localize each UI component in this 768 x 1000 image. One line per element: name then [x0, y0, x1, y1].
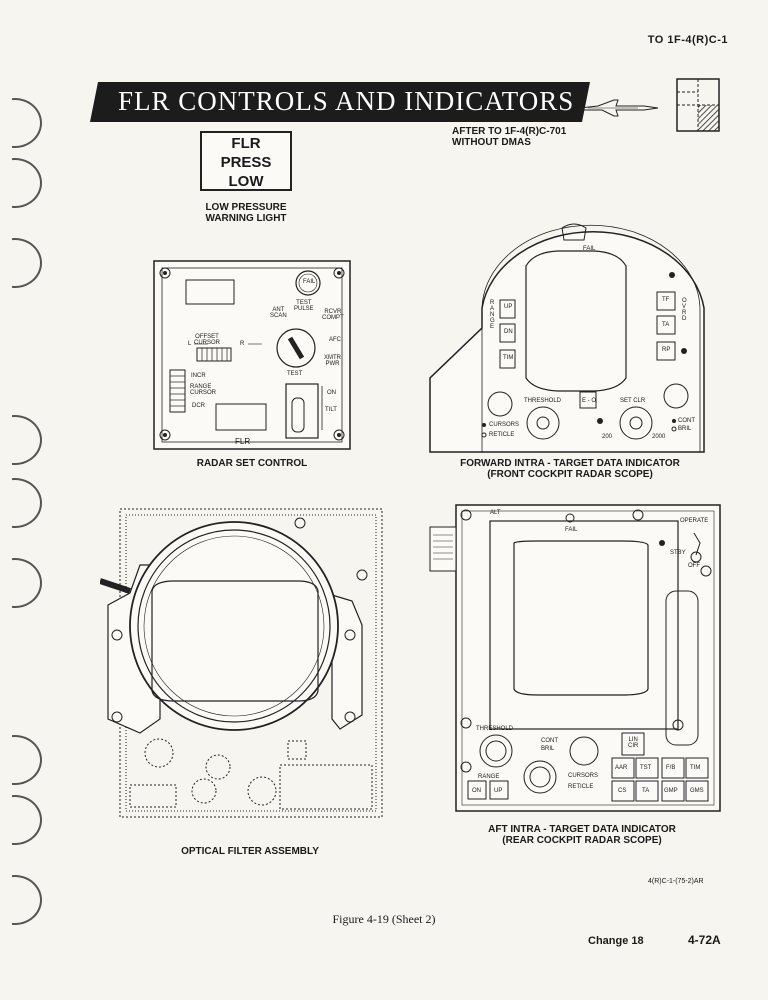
config-note-line: WITHOUT DMAS: [452, 137, 531, 148]
xmtr-pwr-label: XMTR PWR: [324, 355, 341, 367]
page-number: 4-72A: [688, 933, 721, 947]
forward-intra-target-data-indicator: [429, 223, 705, 453]
warning-light-caption: LOW PRESSURE WARNING LIGHT: [186, 202, 306, 224]
aft-threshold-label: THRESHOLD: [476, 726, 514, 732]
radar-set-control-caption: RADAR SET CONTROL: [196, 458, 308, 469]
binder-hole: [12, 158, 42, 208]
aft-alt-label: ALT: [490, 510, 501, 516]
flr-press-low-warning-light: FLR PRESS LOW: [200, 131, 292, 191]
binder-hole: [12, 795, 42, 845]
right-label: R: [240, 341, 245, 347]
binder-hole: [12, 558, 42, 608]
fwd-set-clr-label: SET CLR: [620, 398, 646, 404]
forward-indicator-caption: FORWARD INTRA - TARGET DATA INDICATOR (F…: [440, 458, 700, 480]
aft-reticle-label: RETICLE: [568, 784, 594, 790]
on-label: ON: [327, 390, 336, 396]
fwd-tf-button: TF: [662, 297, 670, 303]
change-number: Change 18: [588, 935, 644, 947]
aft-gmp-button: GMP: [664, 788, 678, 794]
binder-hole: [12, 238, 42, 288]
config-note-line: AFTER TO 1F-4(R)C-701: [452, 126, 567, 137]
aft-cursors-label: CURSORS: [568, 773, 599, 779]
caption-line: (FRONT COCKPIT RADAR SCOPE): [487, 469, 653, 480]
caption-line: LOW PRESSURE: [205, 202, 287, 213]
section-index-icon: [676, 78, 720, 132]
fwd-range-label: RANGE: [490, 300, 495, 330]
illustration-reference: 4(R)C-1-(75-2)AR: [648, 878, 704, 885]
aft-aar-button: AAR: [615, 765, 628, 771]
fwd-ovrd-label: OVRD: [682, 298, 687, 322]
aft-off-label: OFF: [688, 563, 700, 569]
aft-operate-label: OPERATE: [680, 518, 709, 524]
aft-up-button: UP: [494, 788, 503, 794]
aft-lin-cir-button: LIN CIR: [628, 737, 639, 749]
warning-light-line: PRESS: [220, 154, 272, 171]
fwd-reticle-label: RETICLE: [489, 432, 515, 438]
ant-scan-label: ANT SCAN: [270, 307, 287, 319]
fwd-tim-button: TIM: [503, 355, 514, 361]
title-banner: [90, 82, 590, 122]
warning-light-line: LOW: [228, 173, 264, 190]
aft-tst-button: TST: [640, 765, 652, 771]
fail-light-label: FAIL: [303, 279, 316, 285]
document-id: TO 1F-4(R)C-1: [647, 34, 728, 46]
afc-label: AFC: [329, 337, 341, 343]
fwd-ta-button: TA: [662, 322, 670, 328]
aft-indicator-caption: AFT INTRA - TARGET DATA INDICATOR (REAR …: [452, 824, 712, 846]
aft-gms-button: GMS: [690, 788, 704, 794]
fwd-200-label: 200: [602, 434, 613, 440]
test-label: TEST: [287, 371, 303, 377]
aft-stby-label: STBY: [670, 550, 686, 556]
binder-hole: [12, 415, 42, 465]
binder-hole: [12, 98, 42, 148]
optical-filter-caption: OPTICAL FILTER ASSEMBLY: [181, 846, 319, 857]
aft-ta-button: TA: [642, 788, 650, 794]
offset-cursor-label: OFFSET CURSOR: [194, 334, 221, 346]
aft-cs-button: CS: [618, 788, 627, 794]
fwd-cont-label: CONT: [678, 418, 695, 424]
caption-line: AFT INTRA - TARGET DATA INDICATOR: [488, 824, 676, 835]
aft-tim-button: TIM: [690, 765, 701, 771]
tilt-label: TILT: [325, 407, 337, 413]
fwd-2000-label: 2000: [652, 434, 666, 440]
warning-light-line: FLR: [231, 135, 261, 152]
aft-on-button: ON: [472, 788, 481, 794]
fwd-rp-button: RP: [662, 347, 671, 353]
aft-bril-label: BRIL: [541, 746, 555, 752]
figure-caption: Figure 4-19 (Sheet 2): [332, 912, 436, 926]
aft-intra-target-data-indicator: [429, 504, 721, 812]
aft-fb-button: F/B: [666, 765, 676, 771]
aft-range-label: RANGE: [478, 774, 500, 780]
rcvr-compt-label: RCVR COMPT: [322, 309, 344, 321]
optical-filter-assembly: [100, 508, 383, 818]
dcr-label: DCR: [192, 403, 205, 409]
binder-hole: [12, 478, 42, 528]
aft-cont-label: CONT: [541, 738, 558, 744]
caption-line: WARNING LIGHT: [205, 213, 287, 224]
page-title: FLR CONTROLS AND INDICATORS: [118, 86, 575, 116]
flr-label: FLR: [235, 437, 251, 446]
fwd-eo-label: E - O: [582, 398, 597, 404]
left-label: L: [188, 341, 192, 347]
radar-set-control-panel: [153, 260, 351, 450]
aft-fail-label: FAIL: [565, 527, 578, 533]
fwd-up-button: UP: [504, 304, 513, 310]
incr-label: INCR: [191, 373, 206, 379]
fwd-cursors-label: CURSORS: [489, 422, 520, 428]
fwd-fail-label: FAIL: [583, 246, 596, 252]
fwd-dn-button: DN: [504, 329, 513, 335]
fwd-bril-label: BRIL: [678, 426, 692, 432]
range-cursor-label: RANGE CURSOR: [190, 384, 217, 396]
aircraft-icon: [579, 99, 659, 117]
caption-line: (REAR COCKPIT RADAR SCOPE): [502, 835, 662, 846]
configuration-note: AFTER TO 1F-4(R)C-701 WITHOUT DMAS: [452, 126, 566, 148]
binder-hole: [12, 735, 42, 785]
test-pulse-label: TEST PULSE: [294, 300, 314, 312]
caption-line: FORWARD INTRA - TARGET DATA INDICATOR: [460, 458, 680, 469]
fwd-threshold-label: THRESHOLD: [524, 398, 562, 404]
